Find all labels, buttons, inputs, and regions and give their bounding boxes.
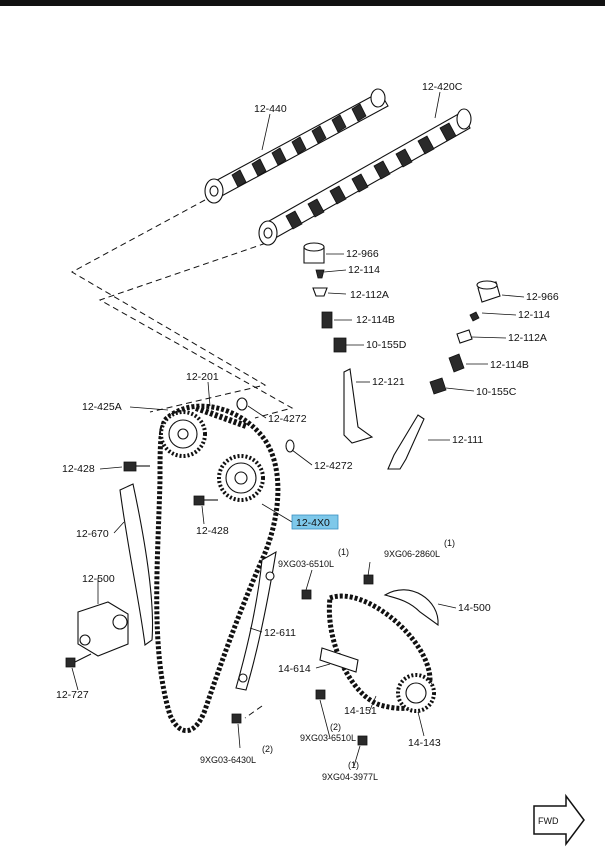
chain-top-segment xyxy=(194,405,248,429)
dashed-assembly-lines xyxy=(70,199,294,719)
label-retainer-a[interactable]: 12-112A xyxy=(350,289,389,301)
label-bolt-2860-qty: (1) xyxy=(444,538,455,548)
part-labels: 12-440 12-420C 12-966 12-114 12-112A 12-… xyxy=(56,81,559,782)
label-bolt-2860[interactable]: 9XG06-2860L xyxy=(384,549,440,559)
label-spring-a[interactable]: 12-114B xyxy=(356,314,395,326)
label-tensioner[interactable]: 12-500 xyxy=(82,573,115,585)
label-oil-pump-guide[interactable]: 14-500 xyxy=(458,602,491,614)
oil-pump-tensioner xyxy=(319,647,359,673)
label-spring-b[interactable]: 12-114B xyxy=(490,359,529,371)
bolt-b xyxy=(193,495,218,506)
label-bolt-6430[interactable]: 9XG03-6430L xyxy=(200,755,256,765)
vvt-actuator xyxy=(217,454,265,502)
label-washer-b[interactable]: 12-4272 xyxy=(314,460,353,472)
sprocket-exhaust xyxy=(159,410,207,458)
bolt-6510-bottom xyxy=(315,689,326,700)
label-oil-pump-chain[interactable]: 14-151 xyxy=(344,705,377,717)
oil-pump-guide xyxy=(383,589,439,627)
chain-guide-right xyxy=(235,550,277,691)
label-lock-a[interactable]: 12-114 xyxy=(348,264,380,276)
label-bolt-3977-qty: (1) xyxy=(348,760,359,770)
camshaft-exhaust xyxy=(204,88,389,204)
tensioner xyxy=(77,601,129,657)
label-lock-b[interactable]: 12-114 xyxy=(518,309,550,321)
label-tappet-b[interactable]: 12-966 xyxy=(526,291,559,303)
label-tappet-a[interactable]: 12-966 xyxy=(346,248,379,260)
label-camshaft-exhaust[interactable]: 12-440 xyxy=(254,103,287,115)
highlight-box xyxy=(291,514,339,530)
label-chain-top[interactable]: 12-201 xyxy=(186,371,219,383)
label-camshaft-intake[interactable]: 12-420C xyxy=(422,81,463,93)
label-seal-a[interactable]: 10-155D xyxy=(366,339,407,351)
chain-guide-left xyxy=(119,483,154,646)
top-border xyxy=(0,0,605,6)
label-sprocket-exhaust[interactable]: 12-425A xyxy=(82,401,122,413)
label-bolt-6430-qty: (2) xyxy=(262,744,273,754)
washer-b xyxy=(285,439,295,453)
label-seal-b[interactable]: 10-155C xyxy=(476,386,517,398)
label-oil-pump-tensioner[interactable]: 14-614 xyxy=(278,663,311,675)
label-washer-a[interactable]: 12-4272 xyxy=(268,413,307,425)
label-bolt-6510-top-qty: (1) xyxy=(338,547,349,557)
bolt-a xyxy=(123,461,150,472)
bolt-3977 xyxy=(357,735,368,746)
washer-a xyxy=(236,397,248,411)
label-bolt-3977[interactable]: 9XG04-3977L xyxy=(322,772,378,782)
timing-chain xyxy=(154,403,281,734)
camshaft-intake xyxy=(258,108,472,246)
label-retainer-b[interactable]: 12-112A xyxy=(508,332,547,344)
label-chain-guide-right[interactable]: 12-611 xyxy=(264,627,296,639)
oil-pump-sprocket xyxy=(396,673,436,713)
label-chain-guide-left[interactable]: 12-670 xyxy=(76,528,109,540)
label-bolt-6510-bottom[interactable]: 9XG03-6510L xyxy=(300,733,356,743)
bolt-6510-top xyxy=(301,589,312,600)
label-vvt-actuator[interactable]: 12-4X0 xyxy=(296,517,330,529)
leader-lines xyxy=(71,91,525,767)
label-bolt-b[interactable]: 12-428 xyxy=(196,525,229,537)
label-valve-exhaust[interactable]: 12-121 xyxy=(372,376,405,388)
fwd-arrow-icon: FWD xyxy=(533,793,585,847)
valve-train-left xyxy=(303,242,374,444)
label-bolt-6510-top[interactable]: 9XG03-6510L xyxy=(278,559,334,569)
valve-train-right xyxy=(387,280,501,470)
fwd-label: FWD xyxy=(538,816,559,826)
label-bolt-6510-bottom-qty: (2) xyxy=(330,722,341,732)
bolt-6430 xyxy=(231,713,242,724)
bolt-2860 xyxy=(363,574,374,585)
label-oil-pump-sprocket[interactable]: 14-143 xyxy=(408,737,441,749)
tensioner-bolt xyxy=(65,653,92,668)
label-valve-intake[interactable]: 12-111 xyxy=(452,434,483,446)
label-tensioner-bolt[interactable]: 12-727 xyxy=(56,689,89,701)
label-bolt-a[interactable]: 12-428 xyxy=(62,463,95,475)
